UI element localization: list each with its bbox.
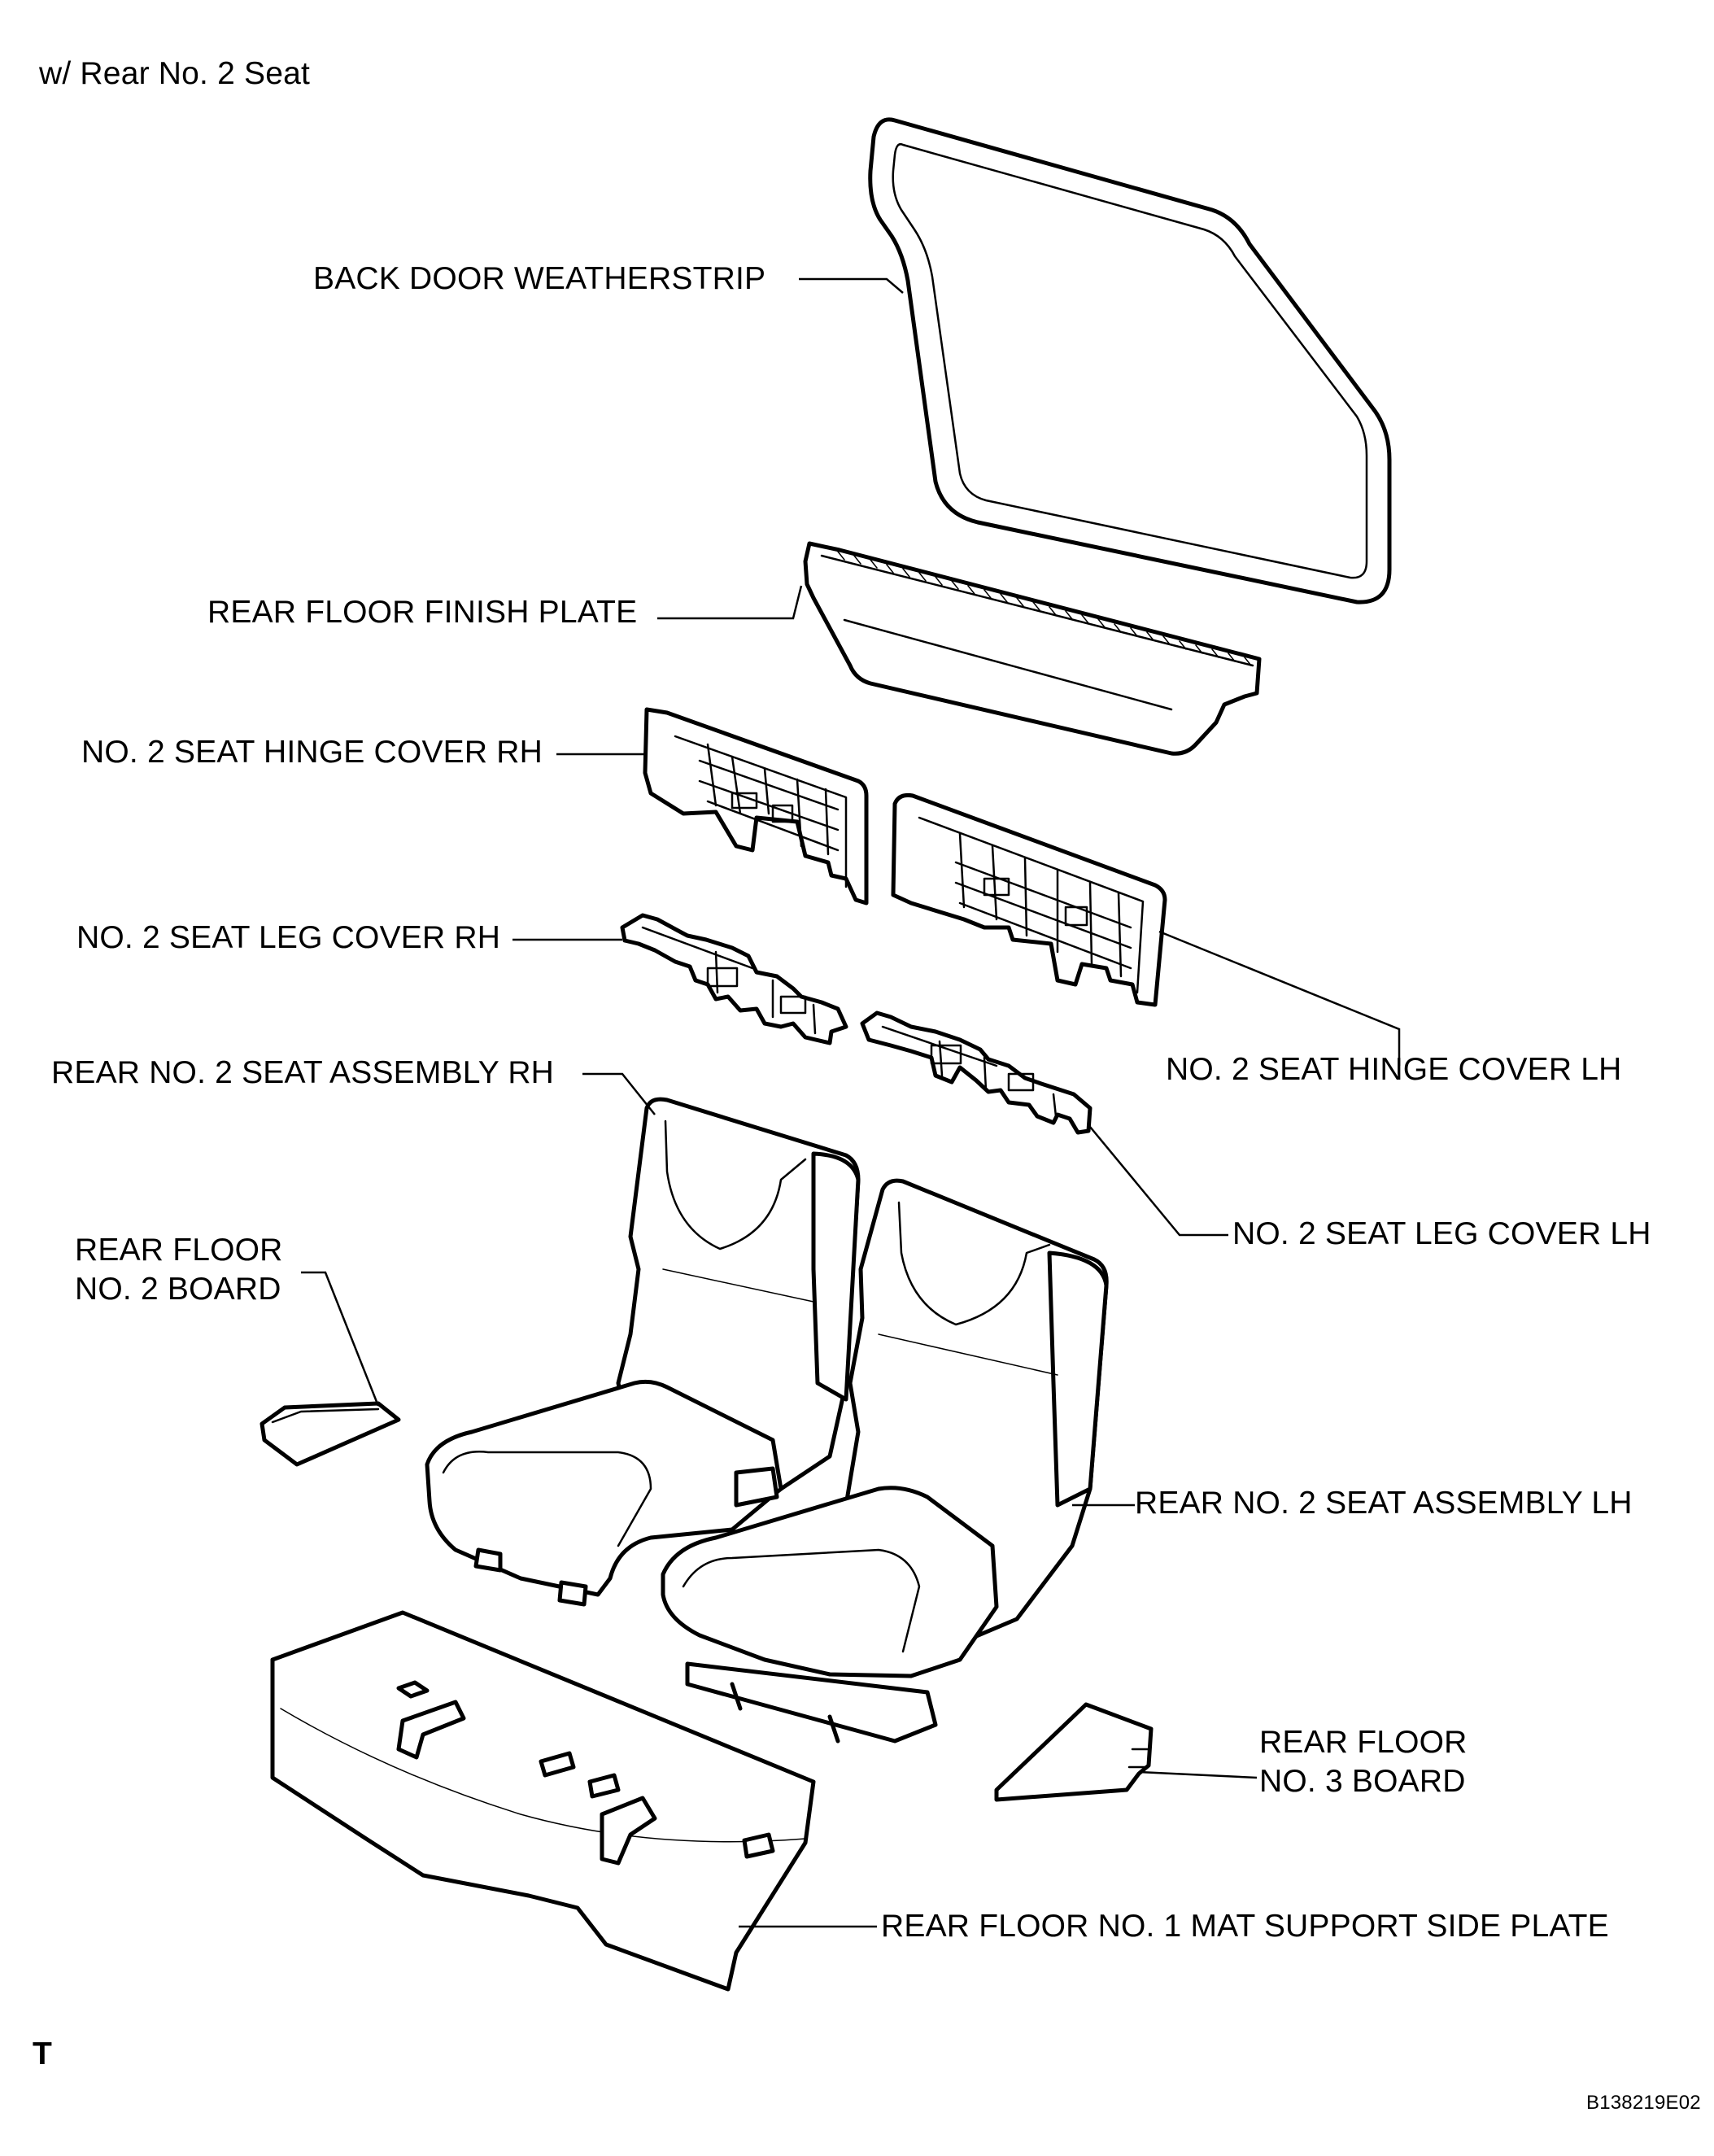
label-floor-no3-board-line1: REAR FLOOR [1259, 1725, 1468, 1760]
leader-floor-no2-board [301, 1271, 380, 1407]
label-floor-no2-board-line1: REAR FLOOR [75, 1233, 283, 1268]
condition-label: w/ Rear No. 2 Seat [39, 56, 311, 91]
leader-leg-cover-lh [1089, 1126, 1228, 1237]
label-seat-assembly-rh: REAR NO. 2 SEAT ASSEMBLY RH [51, 1055, 555, 1090]
label-leg-cover-rh: NO. 2 SEAT LEG COVER RH [76, 920, 501, 955]
hinge-cover-rh-drawing [643, 707, 869, 906]
mat-support-side-plate-drawing [270, 1610, 816, 1992]
label-hinge-cover-rh: NO. 2 SEAT HINGE COVER RH [81, 735, 543, 770]
label-floor-no3-board-line2: NO. 3 BOARD [1259, 1764, 1466, 1799]
leader-rear-floor-finish-plate [657, 585, 803, 620]
seat-assembly-rh-drawing [425, 1097, 861, 1607]
leader-back-door-weatherstrip [799, 277, 904, 294]
label-leg-cover-lh: NO. 2 SEAT LEG COVER LH [1232, 1216, 1651, 1251]
leader-floor-no3-board [1138, 1770, 1258, 1779]
leader-seat-assembly-rh [582, 1072, 656, 1115]
leg-cover-lh-drawing [860, 1010, 1093, 1135]
leader-hinge-cover-lh [1158, 930, 1401, 1066]
figure-code: B138219E02 [1586, 2092, 1701, 2114]
label-hinge-cover-lh: NO. 2 SEAT HINGE COVER LH [1166, 1052, 1622, 1087]
back-door-weatherstrip-drawing [868, 117, 1392, 604]
leader-lines [301, 277, 1401, 1928]
rear-floor-finish-plate-drawing [803, 541, 1262, 756]
label-rear-floor-finish-plate: REAR FLOOR FINISH PLATE [207, 595, 638, 630]
label-back-door-weatherstrip: BACK DOOR WEATHERSTRIP [313, 261, 766, 296]
footer-mark: T [33, 2036, 53, 2071]
rear-floor-no2-board-drawing [259, 1401, 401, 1467]
seat-assembly-lh-drawing [661, 1178, 1109, 1744]
label-seat-assembly-lh: REAR NO. 2 SEAT ASSEMBLY LH [1135, 1486, 1633, 1521]
rear-floor-no3-board-drawing [994, 1702, 1154, 1802]
leg-cover-rh-drawing [620, 913, 848, 1045]
label-floor-no2-board-line2: NO. 2 BOARD [75, 1272, 281, 1307]
label-mat-support-side-plate: REAR FLOOR NO. 1 MAT SUPPORT SIDE PLATE [881, 1909, 1609, 1944]
hinge-cover-lh-drawing [891, 793, 1167, 1007]
